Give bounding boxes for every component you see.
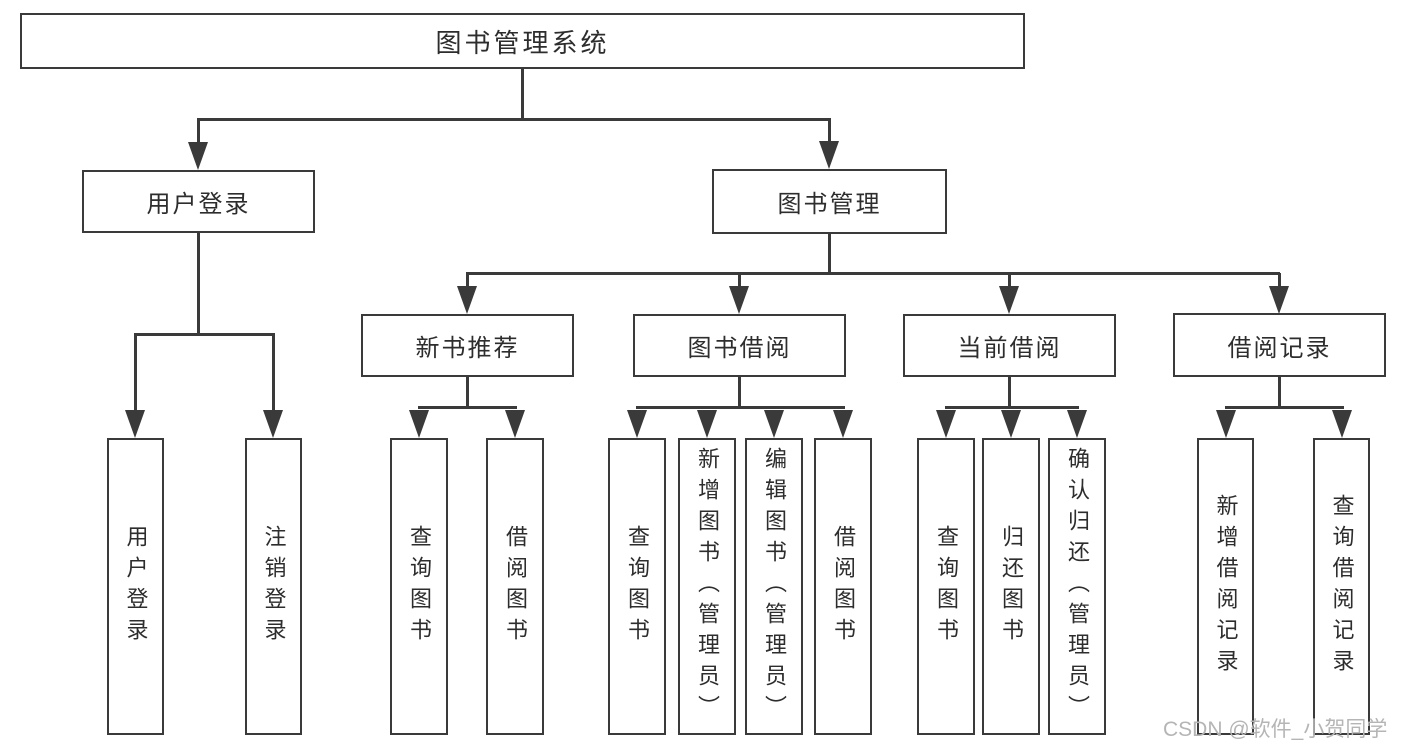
node-root-label: 图书管理系统 bbox=[435, 27, 610, 58]
leaf-confirm-return-admin-label: 确认归还（管理员） bbox=[1065, 447, 1090, 726]
watermark-text: CSDN @软件_小贺同学 bbox=[1163, 718, 1388, 741]
arrow-down-icon bbox=[409, 410, 429, 438]
leaf-return-books-label: 归还图书 bbox=[999, 524, 1024, 649]
connector-line bbox=[737, 273, 741, 290]
leaf-query-books-current-label: 查询图书 bbox=[934, 524, 959, 649]
leaf-query-borrow-record: 查询借阅记录 bbox=[1313, 438, 1370, 735]
node-book-borrow: 图书借阅 bbox=[633, 314, 846, 377]
connector-line bbox=[737, 377, 741, 408]
leaf-add-borrow-record: 新增借阅记录 bbox=[1197, 438, 1254, 735]
arrow-down-icon bbox=[505, 410, 525, 438]
connector-line bbox=[196, 233, 200, 336]
arrow-down-icon bbox=[764, 410, 784, 438]
connector-line bbox=[465, 377, 469, 408]
node-user-login: 用户登录 bbox=[82, 170, 315, 233]
leaf-query-books-current: 查询图书 bbox=[917, 438, 975, 735]
leaf-add-borrow-record-label: 新增借阅记录 bbox=[1213, 493, 1239, 680]
connector-line bbox=[1224, 405, 1344, 409]
arrow-down-icon bbox=[1216, 410, 1236, 438]
connector-line bbox=[196, 120, 200, 146]
arrow-down-icon bbox=[697, 410, 717, 438]
arrow-down-icon bbox=[627, 410, 647, 438]
leaf-add-book-admin: 新增图书（管理员） bbox=[678, 438, 736, 735]
connector-line bbox=[1277, 377, 1281, 408]
connector-line bbox=[196, 118, 831, 121]
arrow-down-icon bbox=[263, 410, 283, 438]
node-book-management-label: 图书管理 bbox=[777, 191, 882, 218]
leaf-return-books: 归还图书 bbox=[982, 438, 1040, 735]
connector-line bbox=[466, 271, 1280, 275]
node-root: 图书管理系统 bbox=[20, 13, 1025, 69]
node-new-book-recommend: 新书推荐 bbox=[361, 314, 574, 377]
leaf-borrow-books-recommend-label: 借阅图书 bbox=[503, 524, 528, 649]
leaf-user-login: 用户登录 bbox=[107, 438, 164, 735]
leaf-logout: 注销登录 bbox=[245, 438, 302, 735]
leaf-borrow-books-label: 借阅图书 bbox=[831, 524, 856, 649]
connector-line bbox=[466, 273, 469, 290]
node-current-borrow-label: 当前借阅 bbox=[957, 335, 1062, 362]
leaf-borrow-books-recommend: 借阅图书 bbox=[486, 438, 544, 735]
connector-line bbox=[827, 120, 831, 145]
arrow-down-icon bbox=[457, 286, 477, 314]
connector-line bbox=[827, 234, 831, 274]
node-user-login-label: 用户登录 bbox=[146, 191, 251, 218]
leaf-query-borrow-record-label: 查询借阅记录 bbox=[1329, 493, 1355, 680]
leaf-query-books-borrow: 查询图书 bbox=[608, 438, 666, 735]
connector-line bbox=[133, 333, 275, 336]
node-borrow-records: 借阅记录 bbox=[1173, 313, 1386, 377]
arrow-down-icon bbox=[125, 410, 145, 438]
arrow-down-icon bbox=[1332, 410, 1352, 438]
connector-line bbox=[520, 69, 524, 120]
arrow-down-icon bbox=[1269, 286, 1289, 314]
node-book-management: 图书管理 bbox=[712, 169, 947, 234]
arrow-down-icon bbox=[188, 142, 208, 170]
leaf-borrow-books: 借阅图书 bbox=[814, 438, 872, 735]
connector-line bbox=[133, 335, 137, 413]
leaf-logout-label: 注销登录 bbox=[261, 524, 287, 649]
arrow-down-icon bbox=[1067, 410, 1087, 438]
leaf-add-book-admin-label: 新增图书（管理员） bbox=[695, 447, 720, 726]
connector-line bbox=[271, 335, 275, 413]
arrow-down-icon bbox=[729, 286, 749, 314]
leaf-edit-book-admin-label: 编辑图书（管理员） bbox=[762, 447, 787, 726]
node-current-borrow: 当前借阅 bbox=[903, 314, 1116, 377]
node-book-borrow-label: 图书借阅 bbox=[687, 335, 792, 362]
connector-line bbox=[1277, 273, 1281, 290]
connector-line bbox=[635, 405, 845, 409]
leaf-user-login-label: 用户登录 bbox=[123, 524, 149, 649]
connector-line bbox=[417, 405, 517, 409]
arrow-down-icon bbox=[819, 141, 839, 169]
leaf-query-books-borrow-label: 查询图书 bbox=[625, 524, 650, 649]
node-new-book-recommend-label: 新书推荐 bbox=[415, 335, 520, 362]
leaf-edit-book-admin: 编辑图书（管理员） bbox=[745, 438, 803, 735]
leaf-query-books-recommend: 查询图书 bbox=[390, 438, 448, 735]
arrow-down-icon bbox=[1001, 410, 1021, 438]
connector-line bbox=[1007, 273, 1011, 290]
node-borrow-records-label: 借阅记录 bbox=[1227, 334, 1332, 362]
leaf-query-books-recommend-label: 查询图书 bbox=[407, 524, 432, 649]
connector-line bbox=[944, 405, 1079, 409]
arrow-down-icon bbox=[936, 410, 956, 438]
arrow-down-icon bbox=[833, 410, 853, 438]
arrow-down-icon bbox=[999, 286, 1019, 314]
connector-line bbox=[1007, 377, 1011, 408]
leaf-confirm-return-admin: 确认归还（管理员） bbox=[1048, 438, 1106, 735]
